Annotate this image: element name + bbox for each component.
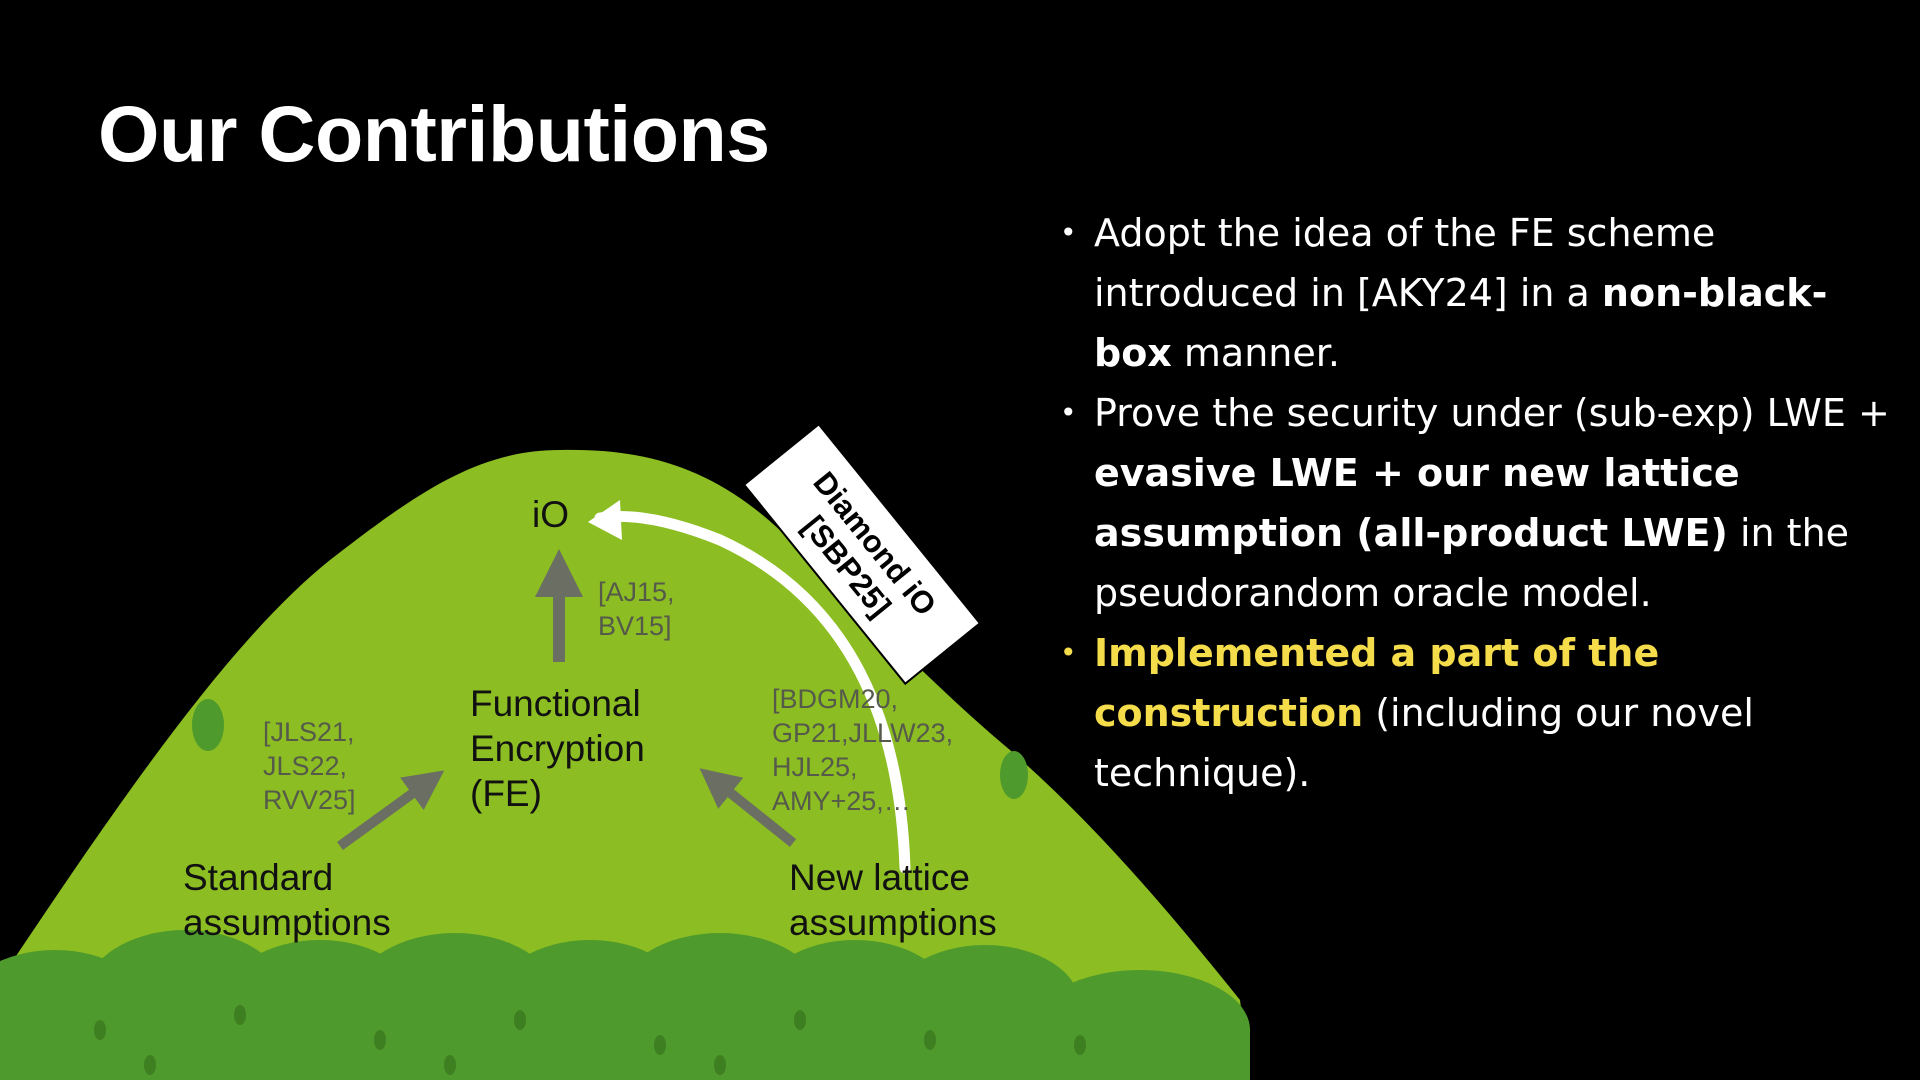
- citation-fe-to-io: [AJ15, BV15]: [598, 577, 675, 641]
- mountain-bump-left: [192, 699, 224, 751]
- node-standard-assumptions: Standard assumptions: [183, 857, 391, 943]
- contribution-bullet: Implemented a part of the construction (…: [1060, 623, 1890, 803]
- mountain-bump-right: [1000, 751, 1028, 799]
- node-new-lattice-assumptions: New lattice assumptions: [789, 857, 997, 943]
- bullet-bold-text: Implemented a part of the construction: [1094, 631, 1660, 735]
- bushes: [0, 930, 1250, 1080]
- bullet-text: Prove the security under (sub-exp) LWE +: [1094, 391, 1890, 435]
- bullet-text: manner.: [1171, 331, 1340, 375]
- contribution-bullet: Prove the security under (sub-exp) LWE +…: [1060, 383, 1890, 623]
- bush-dots: [94, 1005, 1086, 1075]
- bullet-bold-text: non-black-box: [1094, 271, 1828, 375]
- bullet-text: in the pseudorandom oracle model.: [1094, 511, 1850, 615]
- node-functional-encryption: Functional Encryption (FE): [470, 683, 645, 814]
- citation-standard-to-fe: [JLS21, JLS22, RVV25]: [263, 717, 356, 815]
- bullet-text: Adopt the idea of the FE scheme introduc…: [1094, 211, 1716, 315]
- citation-lattice-to-fe: [BDGM20, GP21,JLLW23, HJL25, AMY+25,…: [772, 684, 954, 816]
- slide-title: Our Contributions: [98, 89, 770, 178]
- mountain-shape: [0, 449, 1250, 1080]
- node-io: iO: [532, 494, 569, 535]
- arrow-diamond-io: [594, 511, 911, 874]
- contribution-bullet: Adopt the idea of the FE scheme introduc…: [1060, 203, 1890, 383]
- bullet-text: (including our novel technique).: [1094, 691, 1754, 795]
- contributions-list: Adopt the idea of the FE scheme introduc…: [1060, 203, 1890, 803]
- bullet-bold-text: evasive LWE + our new lattice assumption…: [1094, 451, 1740, 555]
- arrow-diamond-io-head: [588, 500, 622, 540]
- arrow-lattice-to-fe: [699, 768, 797, 847]
- arrow-standard-to-fe: [337, 770, 445, 851]
